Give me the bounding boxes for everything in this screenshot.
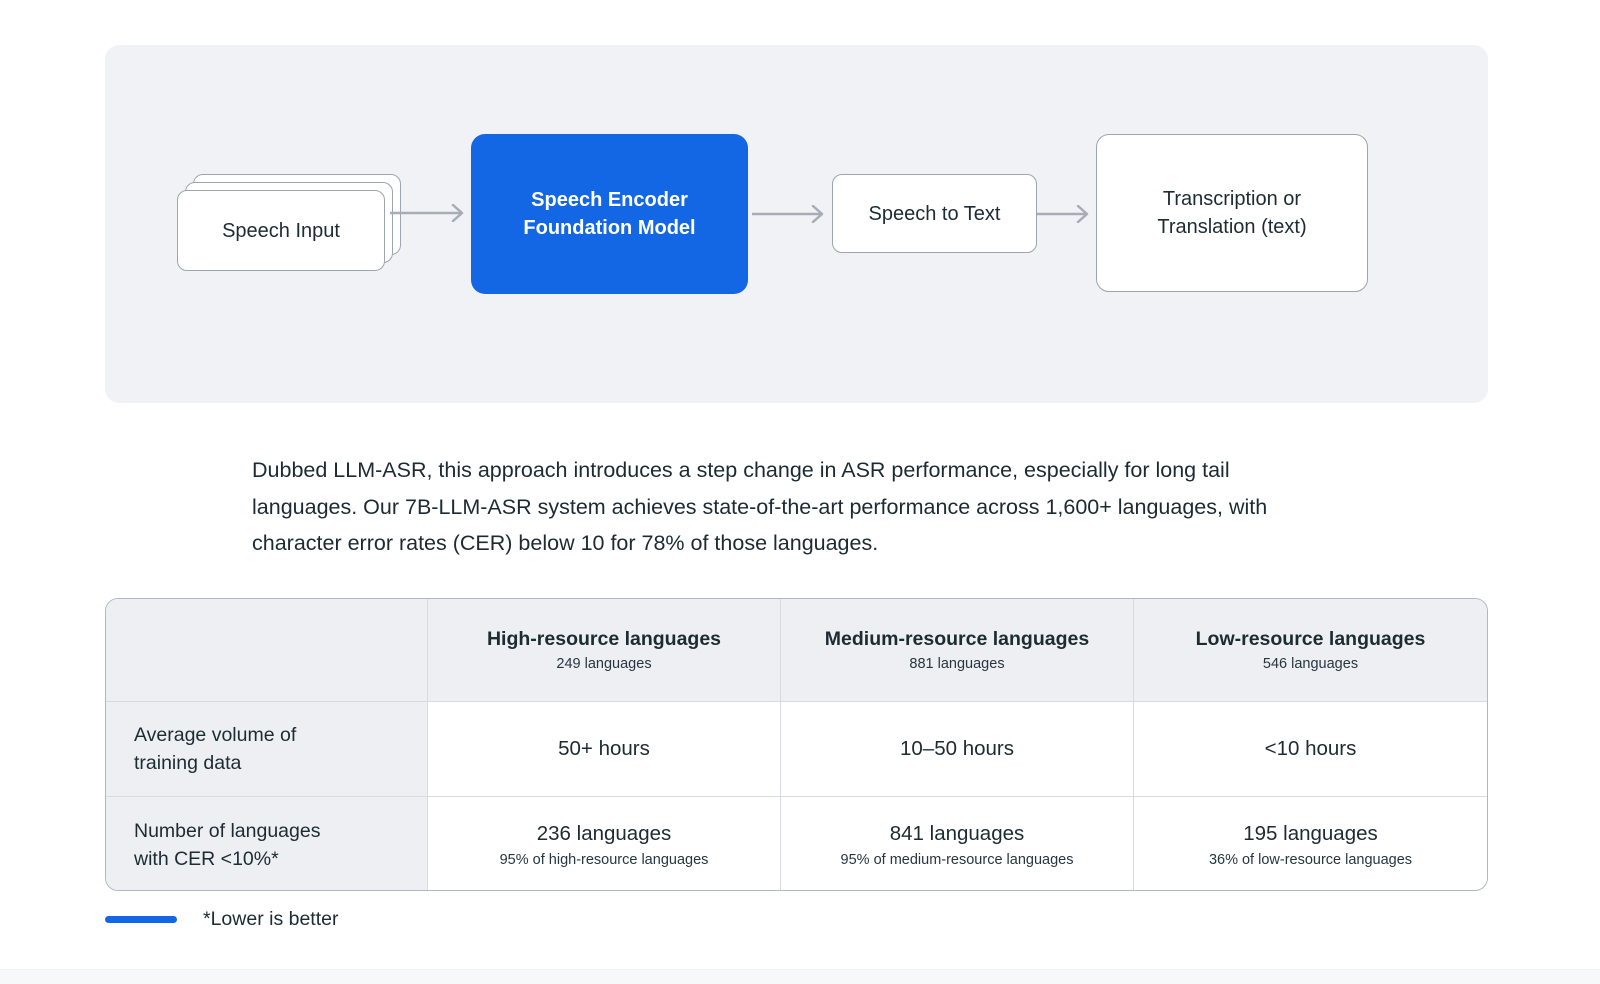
column-title: Medium-resource languages xyxy=(824,628,1090,650)
arrow-right-icon xyxy=(752,205,832,223)
column-subtitle: 249 languages xyxy=(556,656,652,672)
legend-label: *Lower is better xyxy=(203,908,339,930)
speech-input-label: Speech Input xyxy=(222,219,340,242)
speech-to-text-node: Speech to Text xyxy=(832,174,1037,253)
table-cell: 50+ hours xyxy=(428,702,781,797)
column-subtitle: 881 languages xyxy=(909,656,1005,672)
speech-input-card: Speech Input xyxy=(177,190,385,271)
arrow-right-icon xyxy=(390,204,472,222)
table-cell: <10 hours xyxy=(1134,702,1487,797)
column-header-low-resource: Low-resource languages 546 languages xyxy=(1134,599,1487,702)
speech-encoder-node: Speech Encoder Foundation Model xyxy=(471,134,748,294)
transcription-output-label: Transcription or Translation (text) xyxy=(1157,188,1307,238)
row-label-cer: Number of languages with CER <10%* xyxy=(106,797,428,890)
column-title: Low-resource languages xyxy=(1195,628,1426,650)
table-cell: 841 languages 95% of medium-resource lan… xyxy=(781,797,1134,890)
table-cell: 10–50 hours xyxy=(781,702,1134,797)
column-header-high-resource: High-resource languages 249 languages xyxy=(428,599,781,702)
cell-note: 36% of low-resource languages xyxy=(1208,851,1413,868)
arrow-right-icon xyxy=(1037,205,1097,223)
llm-asr-description: Dubbed LLM-ASR, this approach introduces… xyxy=(252,458,1268,555)
table-cell: 236 languages 95% of high-resource langu… xyxy=(428,797,781,890)
legend-line-icon xyxy=(105,916,177,923)
table-corner-cell xyxy=(106,599,428,702)
cell-note: 95% of high-resource languages xyxy=(499,851,709,868)
legend: *Lower is better xyxy=(105,908,338,931)
row-label-training-data: Average volume of training data xyxy=(106,702,428,797)
transcription-output-node: Transcription or Translation (text) xyxy=(1096,134,1368,292)
column-title: High-resource languages xyxy=(486,628,722,650)
speech-to-text-label: Speech to Text xyxy=(868,202,1001,225)
column-subtitle: 546 languages xyxy=(1262,656,1359,672)
speech-encoder-label: Speech Encoder Foundation Model xyxy=(523,189,696,239)
table-cell: 195 languages 36% of low-resource langua… xyxy=(1208,821,1413,868)
bottom-strip xyxy=(0,969,1600,984)
column-header-medium-resource: Medium-resource languages 881 languages xyxy=(781,599,1134,702)
language-resource-table: High-resource languages 249 languages Me… xyxy=(105,598,1488,891)
asr-pipeline-diagram: Speech Input Speech Encoder Foundation M… xyxy=(105,45,1488,403)
cell-note: 95% of medium-resource languages xyxy=(840,851,1074,868)
